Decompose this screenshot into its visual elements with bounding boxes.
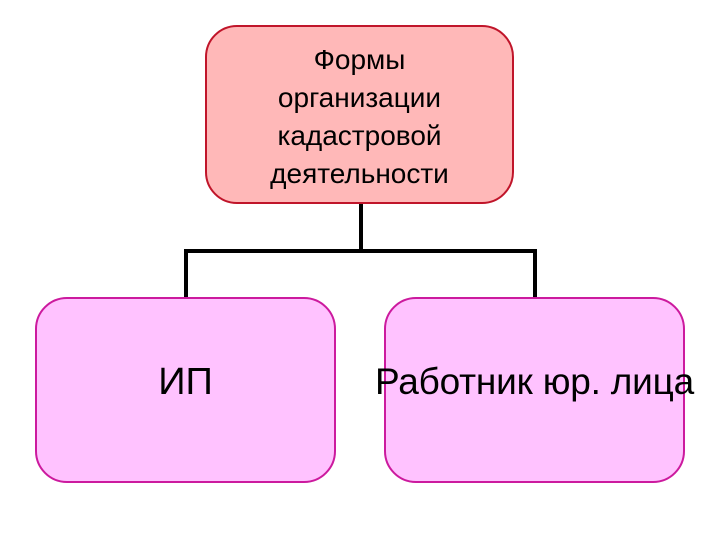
node-child-left-label: ИП xyxy=(158,361,213,403)
node-child-individual-entrepreneur[interactable]: ИП xyxy=(35,297,336,483)
node-child-legal-entity-employee[interactable]: Работник юр. лица xyxy=(375,297,694,483)
node-child-right-label: Работник юр. лица xyxy=(375,361,695,402)
node-root-forms-of-organization[interactable]: Формы организации кадастровой деятельнос… xyxy=(205,25,514,204)
node-root-label: Формы организации кадастровой деятельнос… xyxy=(270,44,449,189)
